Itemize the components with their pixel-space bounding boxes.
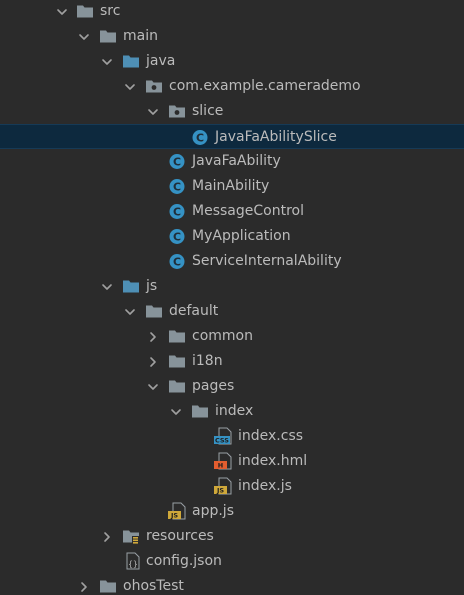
chevron-down-icon[interactable] [145, 99, 161, 124]
tree-item-slice[interactable]: slice [0, 99, 464, 124]
tree-item-label: index.hml [238, 453, 308, 469]
tree-item-label: resources [146, 528, 214, 544]
tree-item-common[interactable]: common [0, 324, 464, 349]
resources-folder-icon [122, 524, 140, 549]
tree-item-js[interactable]: js [0, 274, 464, 299]
source-folder-icon [122, 49, 140, 74]
chevron-down-icon[interactable] [76, 24, 92, 49]
java-class-icon: C [168, 224, 186, 249]
folder-icon [168, 374, 186, 399]
source-folder-icon [122, 274, 140, 299]
tree-item-label: i18n [192, 353, 223, 369]
tree-item-label: JavaFaAbilitySlice [215, 129, 337, 145]
tree-item-label: MyApplication [192, 228, 291, 244]
tree-item-label: main [123, 28, 158, 44]
folder-icon [168, 324, 186, 349]
tree-item-javafaability[interactable]: C JavaFaAbility [0, 149, 464, 174]
svg-text:JS: JS [216, 487, 224, 495]
tree-item-main[interactable]: main [0, 24, 464, 49]
tree-item-mainability[interactable]: C MainAbility [0, 174, 464, 199]
svg-text:C: C [173, 206, 181, 219]
svg-text:C: C [173, 231, 181, 244]
svg-text:{}: {} [128, 560, 138, 569]
tree-item-label: index.css [238, 428, 304, 444]
tree-item-i18n[interactable]: i18n [0, 349, 464, 374]
tree-item-pages[interactable]: pages [0, 374, 464, 399]
tree-item-resources[interactable]: resources [0, 524, 464, 549]
tree-item-label: common [192, 328, 253, 344]
svg-text:H: H [218, 462, 223, 470]
tree-item-java[interactable]: java [0, 49, 464, 74]
tree-item-label: MainAbility [192, 178, 270, 194]
tree-item-label: app.js [192, 503, 234, 519]
java-class-icon: C [168, 149, 186, 174]
chevron-down-icon[interactable] [99, 274, 115, 299]
tree-item-label: JavaFaAbility [192, 153, 281, 169]
chevron-right-icon[interactable] [99, 524, 115, 549]
java-class-icon: C [191, 125, 209, 150]
tree-item-label: index [215, 403, 254, 419]
tree-item-label: java [146, 53, 176, 69]
java-class-icon: C [168, 249, 186, 274]
svg-text:JS: JS [170, 512, 178, 520]
svg-text:C: C [173, 256, 181, 269]
tree-item-myapplication[interactable]: C MyApplication [0, 224, 464, 249]
tree-item-com-example-camerademo[interactable]: com.example.camerademo [0, 74, 464, 99]
svg-text:C: C [173, 181, 181, 194]
tree-item-index-js[interactable]: JS index.js [0, 474, 464, 499]
java-class-icon: C [168, 174, 186, 199]
tree-item-app-js[interactable]: JS app.js [0, 499, 464, 524]
tree-item-label: slice [192, 103, 224, 119]
tree-item-default[interactable]: default [0, 299, 464, 324]
chevron-down-icon[interactable] [168, 399, 184, 424]
tree-item-index-css[interactable]: CSS index.css [0, 424, 464, 449]
js-file-icon: JS [214, 474, 232, 499]
folder-icon [191, 399, 209, 424]
package-icon [168, 99, 186, 124]
tree-item-javafaabilityslice[interactable]: C JavaFaAbilitySlice [0, 124, 464, 149]
hml-file-icon: H [214, 449, 232, 474]
js-file-icon: JS [168, 499, 186, 524]
tree-item-label: default [169, 303, 219, 319]
tree-item-label: ServiceInternalAbility [192, 253, 342, 269]
tree-item-ohostest[interactable]: ohosTest [0, 574, 464, 595]
json-file-icon: {} [122, 549, 140, 574]
chevron-down-icon[interactable] [54, 0, 70, 24]
folder-icon [99, 574, 117, 595]
tree-item-config-json[interactable]: {} config.json [0, 549, 464, 574]
svg-text:C: C [196, 132, 204, 145]
tree-item-src[interactable]: src [0, 0, 464, 24]
css-file-icon: CSS [214, 424, 232, 449]
tree-item-label: src [100, 3, 121, 19]
chevron-right-icon[interactable] [76, 574, 92, 595]
tree-item-index[interactable]: index [0, 399, 464, 424]
chevron-down-icon[interactable] [122, 74, 138, 99]
folder-icon [145, 299, 163, 324]
tree-item-label: ohosTest [123, 578, 184, 594]
tree-item-label: config.json [146, 553, 222, 569]
tree-item-label: index.js [238, 478, 292, 494]
tree-item-label: com.example.camerademo [169, 78, 361, 94]
tree-item-serviceinternalability[interactable]: C ServiceInternalAbility [0, 249, 464, 274]
svg-text:CSS: CSS [215, 437, 229, 445]
folder-icon [99, 24, 117, 49]
svg-text:C: C [173, 156, 181, 169]
chevron-right-icon[interactable] [145, 349, 161, 374]
chevron-down-icon[interactable] [99, 49, 115, 74]
folder-icon [76, 0, 94, 24]
tree-item-messagecontrol[interactable]: C MessageControl [0, 199, 464, 224]
tree-item-label: pages [192, 378, 235, 394]
java-class-icon: C [168, 199, 186, 224]
chevron-down-icon[interactable] [122, 299, 138, 324]
chevron-down-icon[interactable] [145, 374, 161, 399]
folder-icon [168, 349, 186, 374]
chevron-right-icon[interactable] [145, 324, 161, 349]
tree-item-label: MessageControl [192, 203, 304, 219]
package-icon [145, 74, 163, 99]
tree-item-label: js [146, 278, 158, 294]
